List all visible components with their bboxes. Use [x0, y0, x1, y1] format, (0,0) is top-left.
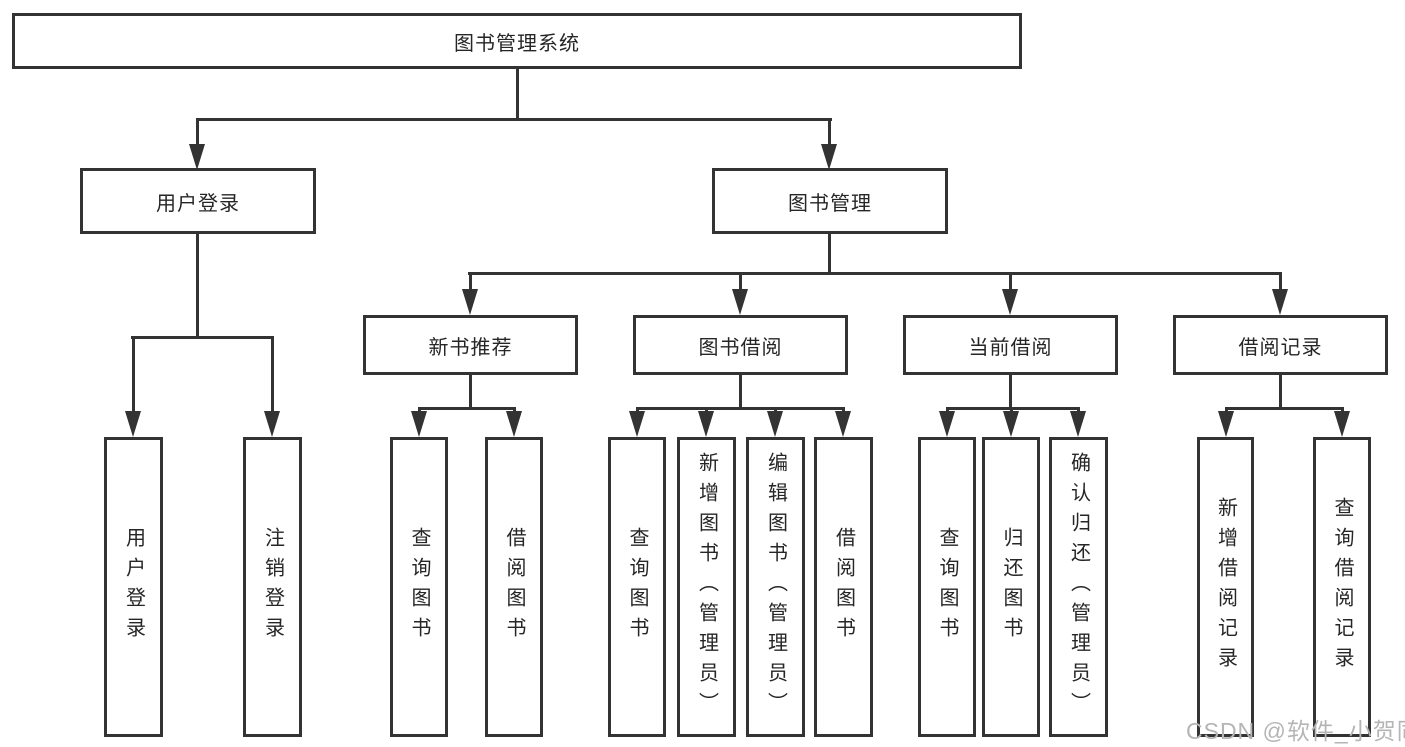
connector-book-borrow-stem [739, 372, 742, 409]
node-library-system: 图书管理系统 [12, 13, 1022, 69]
connector-user-login-stem [196, 231, 199, 338]
connector-drop-current-borrow [1009, 273, 1012, 291]
connector-drop-book-borrow [739, 273, 742, 291]
leaf-borrow-books-recommend-label: 借阅图书 [503, 527, 525, 647]
arrow-down-icon [1003, 411, 1019, 437]
leaf-logout-login: 注销登录 [243, 437, 302, 737]
node-current-borrowing-label: 当前借阅 [968, 336, 1053, 359]
connector-new-book-branch [418, 407, 516, 410]
leaf-query-books-borrowing: 查询图书 [608, 437, 666, 737]
connector-level2-branch [468, 272, 1282, 275]
node-borrow-records: 借阅记录 [1173, 315, 1388, 375]
connector-borrow-records-branch [1225, 407, 1344, 410]
leaf-user-login: 用户登录 [104, 437, 163, 737]
connector-current-borrow-stem [1009, 372, 1012, 409]
arrow-down-icon [835, 411, 851, 437]
node-new-book-recommendation: 新书推荐 [363, 315, 578, 375]
arrow-down-icon [1272, 289, 1288, 315]
connector-drop-borrow-records [1279, 273, 1282, 291]
leaf-query-borrow-record: 查询借阅记录 [1313, 437, 1371, 737]
arrow-down-icon [1002, 289, 1018, 315]
arrow-down-icon [629, 411, 645, 437]
node-current-borrowing: 当前借阅 [903, 315, 1118, 375]
node-user-login-label: 用户登录 [156, 192, 240, 215]
leaf-confirm-return-admin-label: 确认归还（管理员） [1067, 452, 1090, 722]
leaf-query-books-recommend: 查询图书 [390, 437, 448, 737]
leaf-add-books-admin-label: 新增图书（管理员） [695, 452, 718, 722]
node-borrow-records-label: 借阅记录 [1238, 336, 1323, 359]
arrow-down-icon [125, 411, 141, 437]
arrow-down-icon [264, 411, 280, 437]
leaf-query-books-recommend-label: 查询图书 [408, 527, 430, 647]
leaf-borrow-books-label: 借阅图书 [832, 527, 855, 647]
connector-user-login-branch [131, 336, 274, 339]
arrow-down-icon [411, 411, 427, 437]
leaf-query-borrow-record-label: 查询借阅记录 [1331, 497, 1353, 677]
arrow-down-icon [506, 411, 522, 437]
arrow-down-icon [767, 411, 783, 437]
node-book-borrowing-label: 图书借阅 [698, 336, 783, 359]
arrow-down-icon [698, 411, 714, 437]
node-new-book-recommendation-label: 新书推荐 [428, 336, 513, 359]
connector-drop-user-login [196, 119, 199, 147]
leaf-query-books-current: 查询图书 [918, 437, 976, 737]
leaf-borrow-books-recommend: 借阅图书 [485, 437, 543, 737]
arrow-down-icon [462, 289, 478, 315]
connector-level1-branch [196, 118, 832, 121]
node-book-management: 图书管理 [712, 168, 948, 234]
arrow-down-icon [939, 411, 955, 437]
connector-drop-new-book [469, 273, 472, 291]
leaf-query-books-borrowing-label: 查询图书 [626, 527, 648, 647]
connector-book-borrow-branch [636, 407, 845, 410]
csdn-watermark: CSDN @软件_小贺同学 [1186, 718, 1405, 744]
connector-drop-book-management [828, 119, 831, 147]
connector-root-stem [516, 66, 519, 121]
node-library-system-label: 图书管理系统 [454, 32, 580, 55]
leaf-return-books: 归还图书 [982, 437, 1040, 737]
leaf-add-borrow-record: 新增借阅记录 [1197, 437, 1254, 737]
arrow-down-icon [821, 144, 837, 170]
leaf-user-login-label: 用户登录 [122, 527, 145, 647]
node-book-borrowing: 图书借阅 [633, 315, 848, 375]
node-book-management-label: 图书管理 [788, 192, 872, 215]
connector-book-management-stem [828, 231, 831, 274]
connector-drop-leaf-login [132, 337, 135, 413]
leaf-add-books-admin: 新增图书（管理员） [677, 437, 736, 737]
arrow-down-icon [1070, 411, 1086, 437]
leaf-edit-books-admin: 编辑图书（管理员） [746, 437, 805, 737]
connector-new-book-stem [469, 372, 472, 409]
arrow-down-icon [1334, 411, 1350, 437]
connector-borrow-records-stem [1279, 372, 1282, 409]
leaf-edit-books-admin-label: 编辑图书（管理员） [764, 452, 787, 722]
arrow-down-icon [189, 144, 205, 170]
leaf-add-borrow-record-label: 新增借阅记录 [1214, 497, 1237, 677]
connector-drop-leaf-logout [271, 337, 274, 413]
leaf-return-books-label: 归还图书 [1000, 527, 1022, 647]
connector-current-borrow-branch [946, 407, 1080, 410]
arrow-down-icon [1218, 411, 1234, 437]
node-user-login: 用户登录 [80, 168, 316, 234]
leaf-query-books-current-label: 查询图书 [936, 527, 958, 647]
leaf-logout-login-label: 注销登录 [261, 527, 284, 647]
leaf-confirm-return-admin: 确认归还（管理员） [1049, 437, 1108, 737]
arrow-down-icon [732, 289, 748, 315]
leaf-borrow-books: 借阅图书 [814, 437, 873, 737]
